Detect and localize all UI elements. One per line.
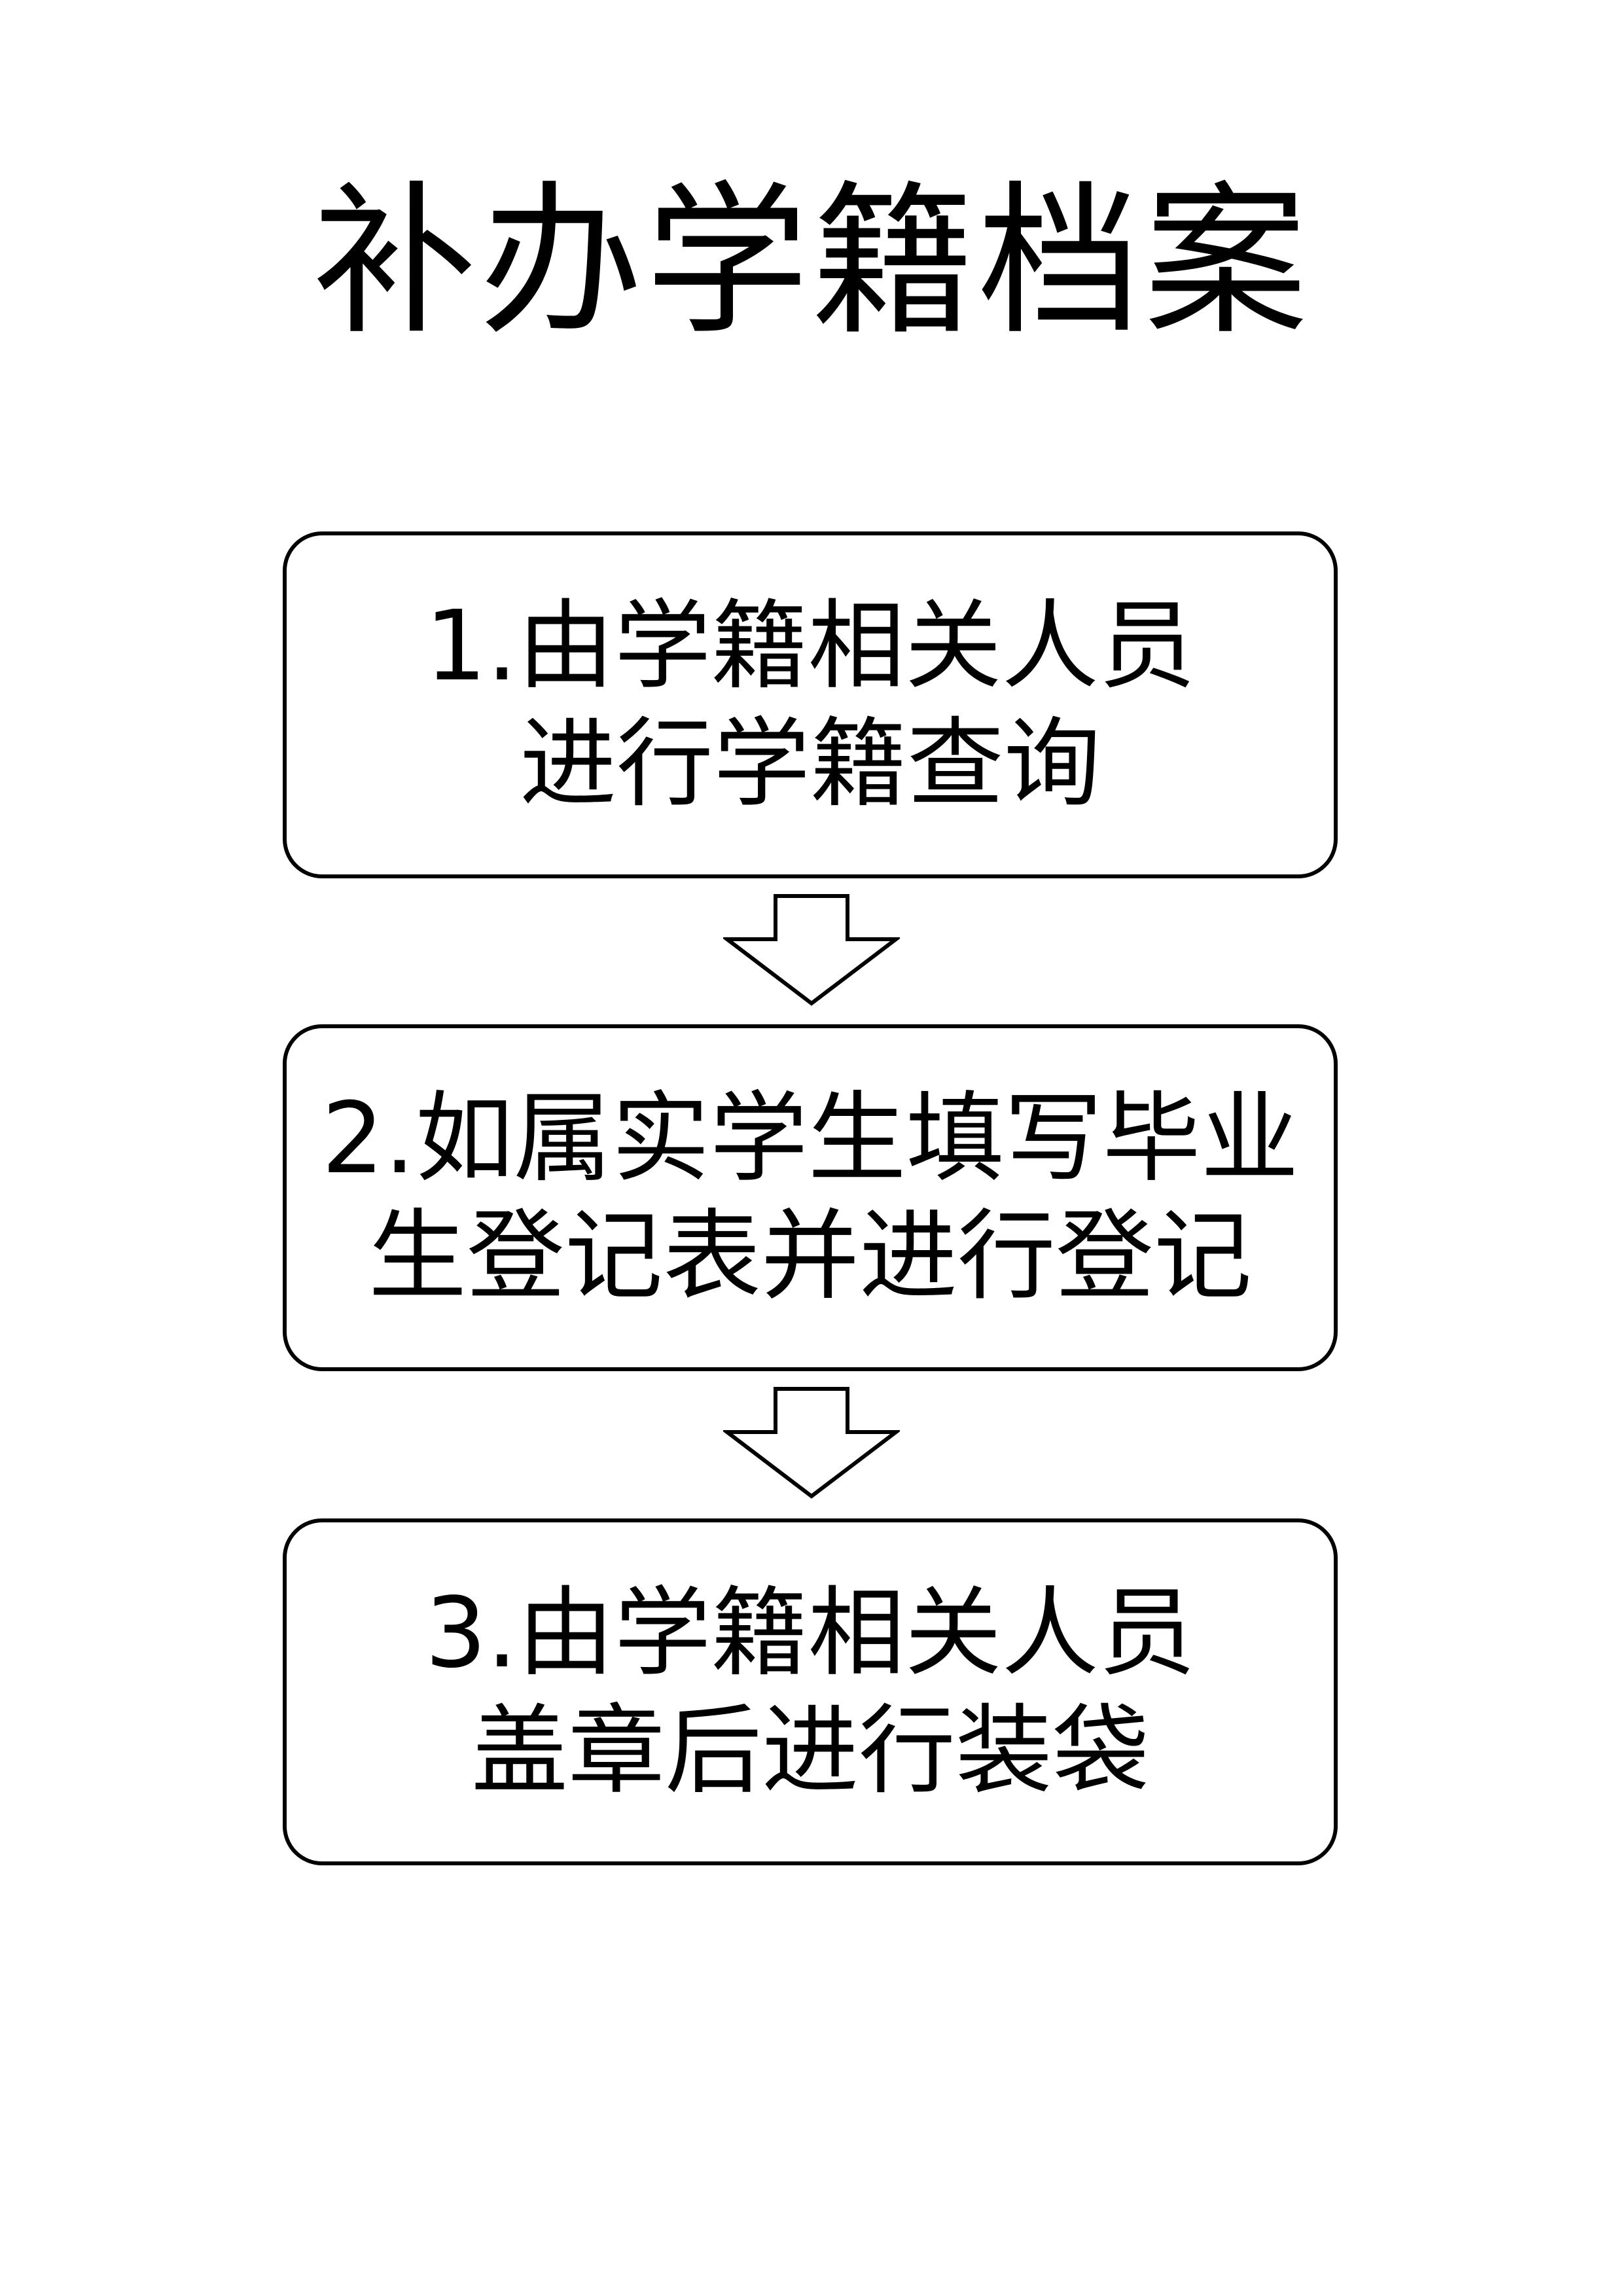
page-title: 补办学籍档案 (313, 166, 1310, 357)
step-3-line-2: 盖章后进行装袋 (471, 1695, 1149, 1807)
step-box-3: 3.由学籍相关人员 盖章后进行装袋 (283, 1518, 1338, 1865)
step-1-line-2: 进行学籍查询 (520, 708, 1101, 820)
down-arrow-icon (723, 1387, 900, 1499)
step-1-line-1: 1.由学籍相关人员 (425, 590, 1196, 702)
step-2-line-2: 生登记表并进行登记 (368, 1200, 1252, 1314)
step-box-2: 2.如属实学生填写毕业 生登记表并进行登记 (283, 1024, 1338, 1371)
step-3-line-1: 3.由学籍相关人员 (425, 1577, 1196, 1689)
step-2-line-1: 2.如属实学生填写毕业 (321, 1082, 1299, 1196)
step-box-1: 1.由学籍相关人员 进行学籍查询 (283, 531, 1338, 878)
down-arrow-icon (723, 894, 900, 1006)
